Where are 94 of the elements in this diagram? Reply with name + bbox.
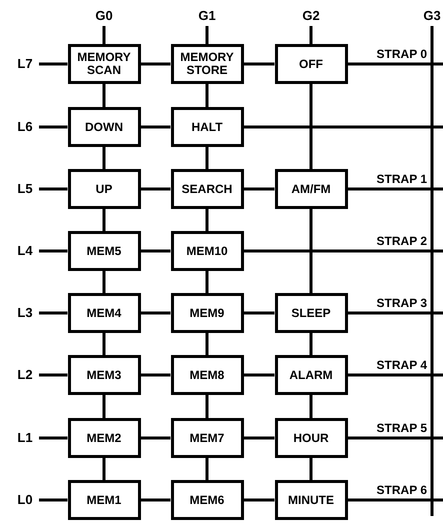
wire [102,147,106,169]
function-box: SEARCH [170,169,244,209]
line-label: L2 [14,365,36,385]
function-box: SLEEP [274,293,348,333]
wire [102,458,106,480]
function-box: MEM9 [170,293,244,333]
wire [244,374,274,376]
edge-label: STRAP 6 [376,483,427,497]
edge-label: STRAP 5 [376,421,427,435]
wire [206,395,208,418]
wire [140,62,170,66]
column-label: G3 [420,6,443,26]
column-label: G0 [92,6,116,26]
wire [348,312,443,314]
wire [348,436,443,440]
wire [206,84,208,107]
wire [140,498,170,502]
wire [140,374,170,376]
wire [310,333,312,355]
wire [244,436,274,440]
wire [102,395,106,418]
function-box: ALARM [274,355,348,395]
wire [140,188,170,190]
function-box: MEMORY STORE [170,44,244,84]
column-label: G1 [195,6,219,26]
function-box: MEM5 [68,231,140,271]
edge-label: STRAP 3 [376,296,427,310]
wire [102,209,106,231]
wire [244,498,274,502]
edge-label: STRAP 2 [376,234,427,248]
function-box: UP [68,169,140,209]
wire [39,250,68,252]
wire [39,374,68,376]
wire [244,188,274,190]
wire [244,62,274,66]
function-box: OFF [274,44,348,84]
wire [430,26,434,516]
wire [310,458,312,480]
wire [348,498,443,502]
wire [39,62,68,66]
wire [244,250,443,252]
edge-label: STRAP 0 [376,47,427,61]
function-box: MEM6 [170,480,244,520]
function-box: HALT [170,107,244,147]
function-box: MEM8 [170,355,244,395]
function-box: MEM1 [68,480,140,520]
wire [310,84,312,169]
wire [39,126,68,128]
wire [206,458,208,480]
wire [206,333,208,355]
function-box: MEMORY SCAN [68,44,140,84]
wire [39,498,68,502]
wire [140,312,170,314]
function-box: MEM10 [170,231,244,271]
wire [39,188,68,190]
line-label: L1 [14,428,36,448]
wire [348,188,443,190]
wire [102,84,106,107]
wire [348,374,443,376]
wire [348,62,443,66]
wire [39,436,68,440]
function-box: MEM7 [170,418,244,458]
edge-label: STRAP 1 [376,172,427,186]
line-label: L0 [14,490,36,510]
wire [140,250,170,252]
line-label: L7 [14,54,36,74]
wire [310,26,312,44]
wire [310,209,312,293]
wire [206,26,208,44]
column-label: G2 [299,6,323,26]
wire [244,312,274,314]
function-box: MEM2 [68,418,140,458]
wire [206,271,208,293]
wire [39,312,68,314]
function-box: MEM3 [68,355,140,395]
function-box: DOWN [68,107,140,147]
wire [206,209,208,231]
line-label: L5 [14,179,36,199]
function-box: MEM4 [68,293,140,333]
function-box: AM/FM [274,169,348,209]
wire [102,271,106,293]
line-label: L4 [14,241,36,261]
line-label: L3 [14,303,36,323]
wire [206,147,208,169]
function-box: HOUR [274,418,348,458]
line-label: L6 [14,117,36,137]
wire [102,333,106,355]
wire [244,126,443,128]
wire [102,26,106,44]
wire [310,395,312,418]
edge-label: STRAP 4 [376,358,427,372]
wire [140,436,170,440]
function-box: MINUTE [274,480,348,520]
wire [140,126,170,128]
